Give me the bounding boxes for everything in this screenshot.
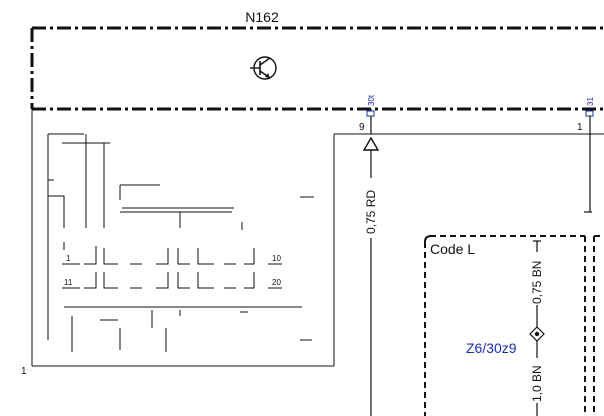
internal-circuit [47, 133, 314, 352]
connector-31 [585, 109, 594, 134]
row2-start-label: 11 [64, 278, 73, 287]
row1-end-label: 10 [272, 254, 281, 263]
pin-1-left-label: 1 [21, 366, 27, 377]
splice-diamond-icon [529, 326, 545, 342]
code-l-box [424, 235, 604, 416]
inner-frame [31, 109, 604, 367]
connector-30t-label: 30t [367, 94, 376, 106]
wire-brown-1-label: 0,75 BN [530, 261, 544, 304]
module-label: N162 [245, 9, 279, 25]
row2-end-label: 20 [272, 278, 281, 287]
wire-red [362, 136, 380, 416]
wire-brown [533, 240, 541, 416]
connector-30t [366, 109, 375, 134]
row1-start-label: 1 [66, 254, 71, 263]
module-n162-box [30, 26, 604, 111]
splice-label: Z6/30z9 [466, 340, 517, 356]
transistor-icon [250, 56, 277, 80]
code-l-label: Code L [430, 241, 475, 257]
connector-31-label: 31 [586, 97, 595, 106]
wire-brown-2-label: 1,0 BN [530, 365, 544, 402]
pin-9-label: 9 [359, 122, 365, 133]
wire-red-label: 0,75 RD [364, 190, 378, 234]
pin-1-right-label: 1 [577, 122, 583, 133]
